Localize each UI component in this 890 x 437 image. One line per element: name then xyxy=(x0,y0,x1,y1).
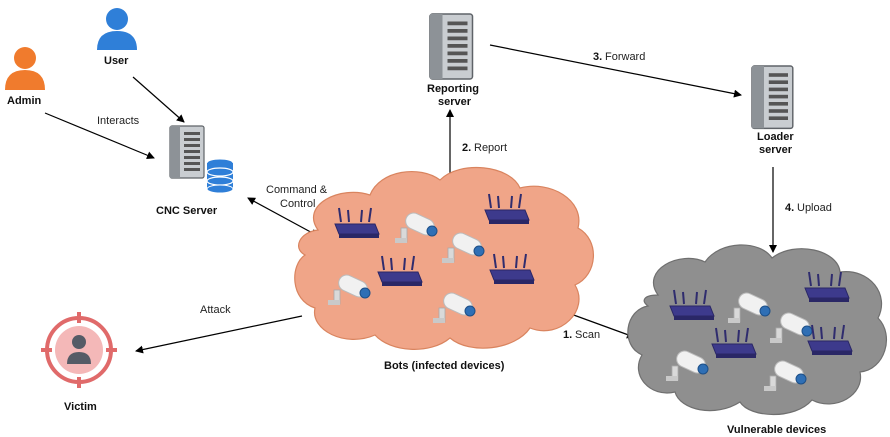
edge-user-cnc xyxy=(132,76,185,123)
reporting-server-icon xyxy=(429,13,474,80)
edge-label-attack: Attack xyxy=(200,304,231,316)
loader-server-label-1: Loader xyxy=(757,131,794,143)
user-person-icon xyxy=(97,8,137,50)
vulnerable-label: Vulnerable devices xyxy=(727,424,826,436)
database-icon xyxy=(206,158,234,194)
vulnerable-cloud xyxy=(627,244,887,416)
cnc-server-label: CNC Server xyxy=(156,205,218,217)
cnc-server-icon xyxy=(169,125,205,179)
edge-label-interacts: Interacts xyxy=(97,115,140,127)
user-label: User xyxy=(104,55,129,67)
edge-label-forward-num: 3. xyxy=(593,51,602,63)
edge-label-scan: Scan xyxy=(575,329,600,341)
edge-label-command: Command & xyxy=(266,184,328,196)
reporting-server-label-2: server xyxy=(438,96,472,108)
bots-label: Bots (infected devices) xyxy=(384,360,505,372)
edge-attack xyxy=(135,315,303,354)
admin-label: Admin xyxy=(7,95,42,107)
edge-label-forward: Forward xyxy=(605,51,645,63)
victim-label: Victim xyxy=(64,401,97,413)
loader-server-label-2: server xyxy=(759,144,793,156)
edge-label-upload-num: 4. xyxy=(785,202,794,214)
edge-command-control xyxy=(247,197,319,237)
edge-label-control: Control xyxy=(280,198,315,210)
edge-label-report-num: 2. xyxy=(462,142,471,154)
edge-label-upload: Upload xyxy=(797,202,832,214)
admin-person-icon xyxy=(5,47,45,90)
reporting-server-label-1: Reporting xyxy=(427,83,479,95)
edge-label-report: Report xyxy=(474,142,507,154)
edge-forward xyxy=(489,44,742,98)
edge-admin-cnc xyxy=(44,112,155,160)
loader-server-icon xyxy=(751,65,794,130)
edge-label-scan-num: 1. xyxy=(563,329,572,341)
victim-target-icon xyxy=(41,312,117,388)
